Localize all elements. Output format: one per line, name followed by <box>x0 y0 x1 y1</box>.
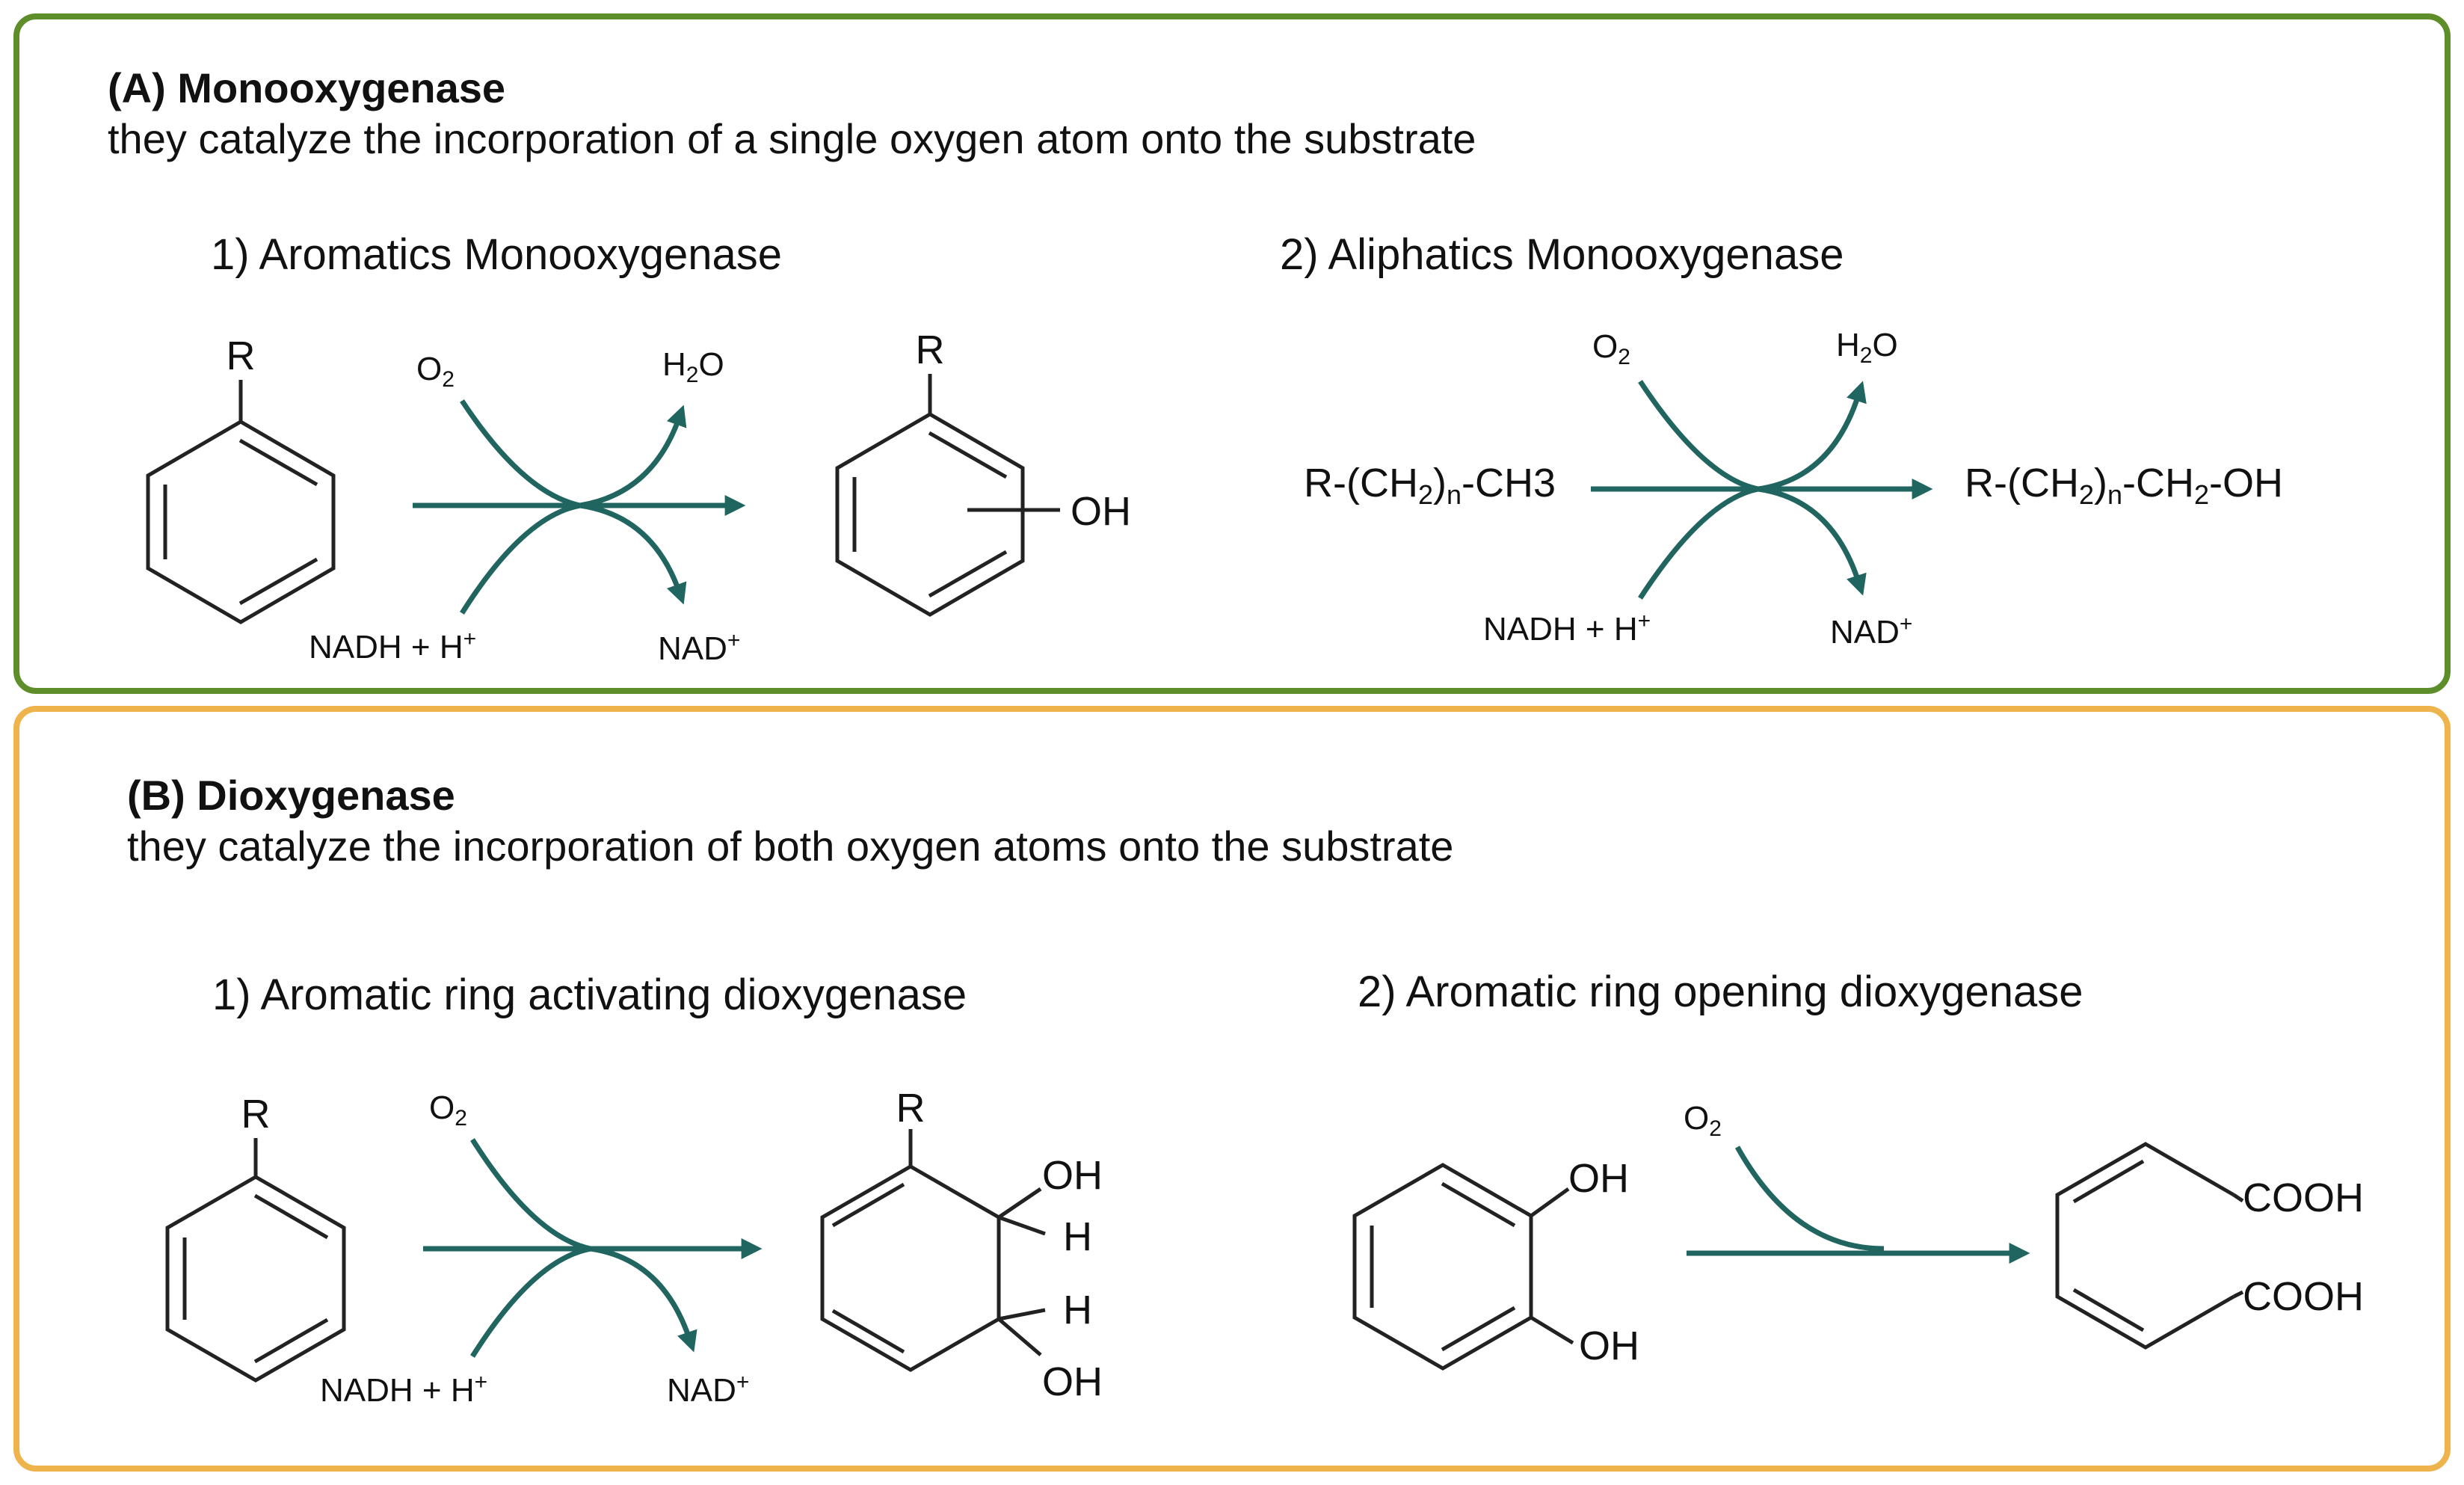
reaction-title-ring-opening: 2) Aromatic ring opening dioxygenase <box>1358 968 2083 1016</box>
alkane-substrate: R-(CH2)n-CH3 <box>1304 461 1556 510</box>
reaction-title-ring-activating: 1) Aromatic ring activating dioxygenase <box>212 971 967 1019</box>
benzene-substrate <box>165 1138 346 1383</box>
phenol-product <box>835 374 1060 617</box>
nad-out-arrow <box>590 1246 697 1353</box>
nad-label: NAD+ <box>1830 612 1912 651</box>
oh-label: OH <box>1042 1153 1103 1198</box>
h2o-out-arrow <box>1758 381 1867 492</box>
nadh-in-arrow <box>460 502 581 615</box>
nad-out-arrow <box>1758 486 1867 596</box>
panel-b-description: they catalyze the incorporation of both … <box>127 823 1454 870</box>
reaction-arrow-a2 <box>1591 380 1933 600</box>
oh-label: OH <box>1579 1323 1639 1368</box>
panel-b-heading: (B) Dioxygenase <box>127 772 455 819</box>
oh-label: OH <box>1071 489 1131 534</box>
alcohol-product: R-(CH2)n-CH2-OH <box>1965 461 2283 510</box>
reaction-title-aromatics: 1) Aromatics Monooxygenase <box>211 230 783 279</box>
cis-dihydrodiol-product <box>820 1129 1046 1372</box>
reaction-arrow-b2 <box>1687 1146 2030 1264</box>
h2o-out-arrow <box>579 405 687 508</box>
o2-label: O2 <box>416 351 455 392</box>
h-label: H <box>1063 1288 1092 1332</box>
monooxygenase-panel <box>13 13 2451 694</box>
nad-label: NAD+ <box>667 1370 749 1409</box>
reaction-arrow-a1 <box>413 399 746 615</box>
catechol-substrate <box>1352 1163 1574 1371</box>
panel-a-description: they catalyze the incorporation of a sin… <box>108 115 1476 162</box>
nadh-label: NADH + H+ <box>320 1370 487 1409</box>
r-substituent: R <box>241 1092 271 1137</box>
muconic-acid-product <box>2055 1142 2244 1350</box>
o2-in-arrow <box>1734 1146 1885 1252</box>
o2-label: O2 <box>1684 1100 1722 1141</box>
h2o-label: H2O <box>1836 327 1898 368</box>
nad-label: NAD+ <box>658 628 740 667</box>
r-substituent: R <box>916 328 945 372</box>
r-substituent: R <box>227 333 256 378</box>
o2-in-arrow <box>470 1138 591 1252</box>
oh-label: OH <box>1568 1156 1629 1201</box>
nad-out-arrow <box>579 502 687 605</box>
o2-in-arrow <box>460 399 581 508</box>
benzene-substrate <box>146 380 336 624</box>
o2-label: O2 <box>429 1089 467 1131</box>
o2-label: O2 <box>1592 328 1630 369</box>
o2-in-arrow <box>1638 380 1759 492</box>
panel-a-heading: (A) Monooxygenase <box>108 64 506 111</box>
cooh-label: COOH <box>2243 1175 2364 1220</box>
nadh-in-arrow <box>470 1246 591 1358</box>
h2o-label: H2O <box>662 346 724 387</box>
cooh-label: COOH <box>2243 1274 2364 1319</box>
nadh-label: NADH + H+ <box>309 627 476 665</box>
nadh-label: NADH + H+ <box>1483 609 1651 648</box>
oh-label: OH <box>1042 1359 1103 1404</box>
dioxygenase-panel <box>13 706 2451 1472</box>
reaction-arrow-b1 <box>423 1138 763 1358</box>
r-substituent: R <box>896 1086 925 1131</box>
h-label: H <box>1063 1214 1092 1259</box>
nadh-in-arrow <box>1638 486 1759 600</box>
reaction-title-aliphatics: 2) Aliphatics Monooxygenase <box>1280 230 1844 279</box>
